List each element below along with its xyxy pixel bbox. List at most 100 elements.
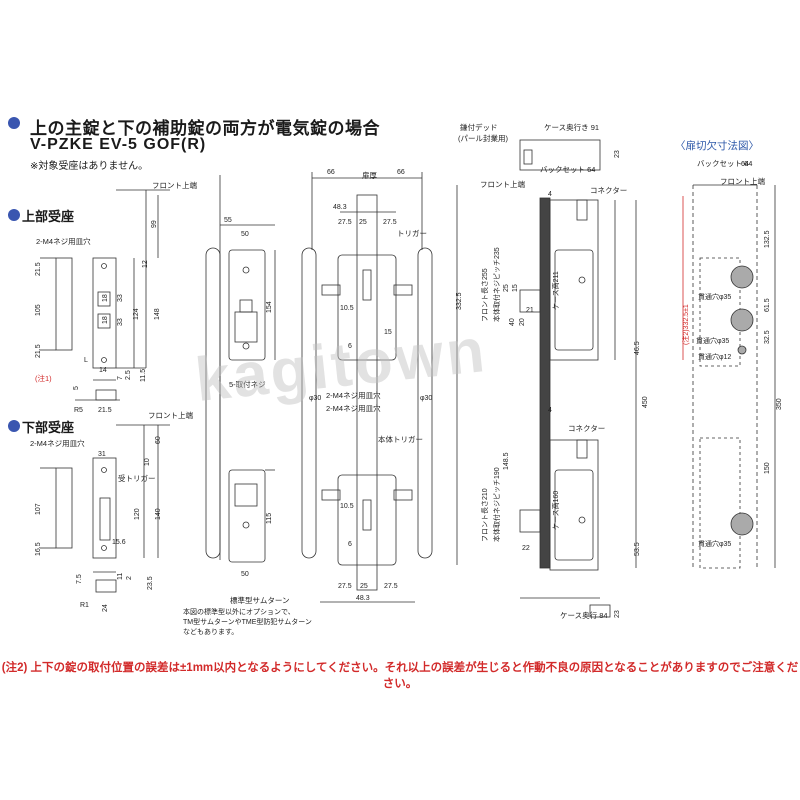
deadbolt-case [519, 139, 601, 171]
body-pitch190-label: 本体取付ネジピッチ190 [492, 467, 501, 542]
dim-55: 55 [224, 217, 232, 224]
dim-99: 99 [151, 220, 158, 228]
dim-66a: 66 [327, 169, 335, 176]
dim-46.5: 46.5 [634, 341, 641, 355]
receive-trigger-label: 受トリガー [118, 473, 156, 483]
m4-label-d: 2-M4ネジ用皿穴 [326, 403, 381, 413]
dim-12: 12 [142, 260, 149, 268]
dim-154: 154 [266, 301, 273, 313]
upper-strike-plate [92, 257, 117, 369]
case-depth91-label: ケース奥行き 91 [544, 122, 599, 132]
dim-14: 14 [99, 367, 107, 374]
dim-21.5b: 21.5 [35, 344, 42, 358]
lower-escutcheon [228, 469, 266, 563]
subnote: ※対象受座はありません。 [30, 161, 149, 172]
upper-strike-heading: 上部受座 [22, 209, 75, 224]
dim-25a: 25 [359, 219, 367, 226]
dim-50a: 50 [241, 231, 249, 238]
dim-18a: 18 [102, 294, 109, 302]
dim-31: 31 [98, 451, 106, 458]
dim-32.5: 32.5 [764, 330, 771, 344]
dim-23b: 23 [614, 610, 621, 618]
dim-27.5a: 27.5 [338, 219, 352, 226]
dim-4a: 4 [548, 191, 552, 198]
dim-5: 5 [73, 386, 80, 390]
body-pitch235-label: 本体取付ネジピッチ235 [492, 247, 501, 322]
case-h160-label: ケース高160 [551, 491, 560, 530]
dim-115: 115 [266, 513, 273, 524]
cut-front-top-label: フロント上端 [720, 176, 765, 186]
dim-27.5d: 27.5 [384, 583, 398, 590]
dim-21: 21 [526, 307, 534, 314]
screw5-label: 5-取付ネジ [229, 379, 266, 389]
through12-label: 貫通穴φ12 [698, 352, 731, 361]
dim-66b: 66 [397, 169, 405, 176]
deadbolt-label: 鎌付デッド [460, 122, 498, 132]
front-top-label-a: フロント上端 [152, 180, 197, 190]
m4-screw-label-b: 2-M4ネジ用皿穴 [30, 438, 85, 448]
dim-124: 124 [133, 308, 140, 320]
dim-10: 10 [144, 458, 151, 466]
dim-48.3b: 48.3 [356, 595, 370, 602]
footer-note: (注2) 上下の錠の取付位置の誤差は±1mm以内となるようにしてください。それ以… [1, 662, 799, 690]
dim-105: 105 [35, 304, 42, 316]
dim-64: 64 [741, 161, 749, 168]
upper-lock-case [549, 199, 599, 361]
dim-16.5: 16.5 [35, 542, 42, 556]
dim-R1: R1 [80, 602, 89, 609]
dim-7: 7 [117, 376, 124, 380]
cutout-holes [730, 265, 754, 536]
dim-2.5: 2.5 [125, 370, 132, 380]
dim-2: 2 [126, 576, 133, 580]
thumbturn-label: 標準型サムターン [230, 595, 289, 605]
front-top-label-c: フロント上端 [480, 179, 525, 189]
dim-33a: 33 [117, 294, 124, 302]
thumbturn-note-2: TM型サムターンやTME型防犯サムターン [183, 617, 312, 626]
dim-18b: 18 [102, 316, 109, 324]
thumbturn-note-3: などもあります。 [183, 628, 238, 636]
dim-25b: 25 [360, 583, 368, 590]
dim-R5: R5 [74, 407, 83, 414]
front-top-label-b: フロント上端 [148, 410, 193, 420]
dim-332.5: 332.5 [456, 292, 463, 310]
upper-escutcheon [228, 249, 266, 361]
connector-label-2: コネクター [568, 424, 605, 433]
dim-33b: 33 [117, 318, 124, 326]
dim-148.5: 148.5 [503, 452, 510, 470]
lower-strike-body [55, 467, 73, 549]
front-len255-label: フロント長さ255 [481, 268, 489, 322]
dim-21.5a: 21.5 [35, 262, 42, 276]
lower-strike-heading: 下部受座 [22, 420, 75, 435]
dim-107: 107 [35, 503, 42, 515]
upper-strike-body [55, 257, 73, 351]
dim-60: 60 [155, 436, 162, 444]
lower-section-bullet [8, 420, 20, 432]
handle-section-right [417, 247, 433, 559]
dim-350: 350 [776, 398, 783, 410]
dim-phi30b: φ30 [420, 395, 432, 402]
dim-23a: 23 [614, 150, 621, 158]
through35c-label: 貫通穴φ35 [698, 539, 731, 548]
dim-24: 24 [102, 604, 109, 612]
lower-deadbolt-case [589, 604, 611, 618]
lock-front-plate [539, 197, 551, 569]
dim-7.5: 7.5 [76, 574, 83, 584]
dim-22: 22 [522, 545, 530, 552]
cutout-diagram [682, 184, 776, 569]
dim-11.5: 11.5 [140, 369, 147, 382]
page-title: 上の主錠と下の補助錠の両方が電気錠の場合 [30, 119, 380, 138]
dim-61.5: 61.5 [764, 298, 771, 312]
m4-screw-label-a: 2-M4ネジ用皿穴 [36, 236, 91, 246]
dim-phi30a: φ30 [309, 395, 321, 402]
through35b-label: 貫通穴φ35 [696, 336, 729, 345]
dim-120: 120 [134, 508, 141, 520]
dim-53.5: 53.5 [634, 542, 641, 556]
dim-15: 15 [384, 329, 392, 336]
dim-132.5: 132.5 [764, 230, 771, 248]
lower-strike-plate [92, 457, 117, 559]
cut-backset-label: バックセット 64 [697, 159, 752, 168]
connector-label: コネクター [590, 186, 627, 195]
upper-section-bullet [8, 209, 20, 221]
dim-20: 20 [519, 318, 526, 326]
